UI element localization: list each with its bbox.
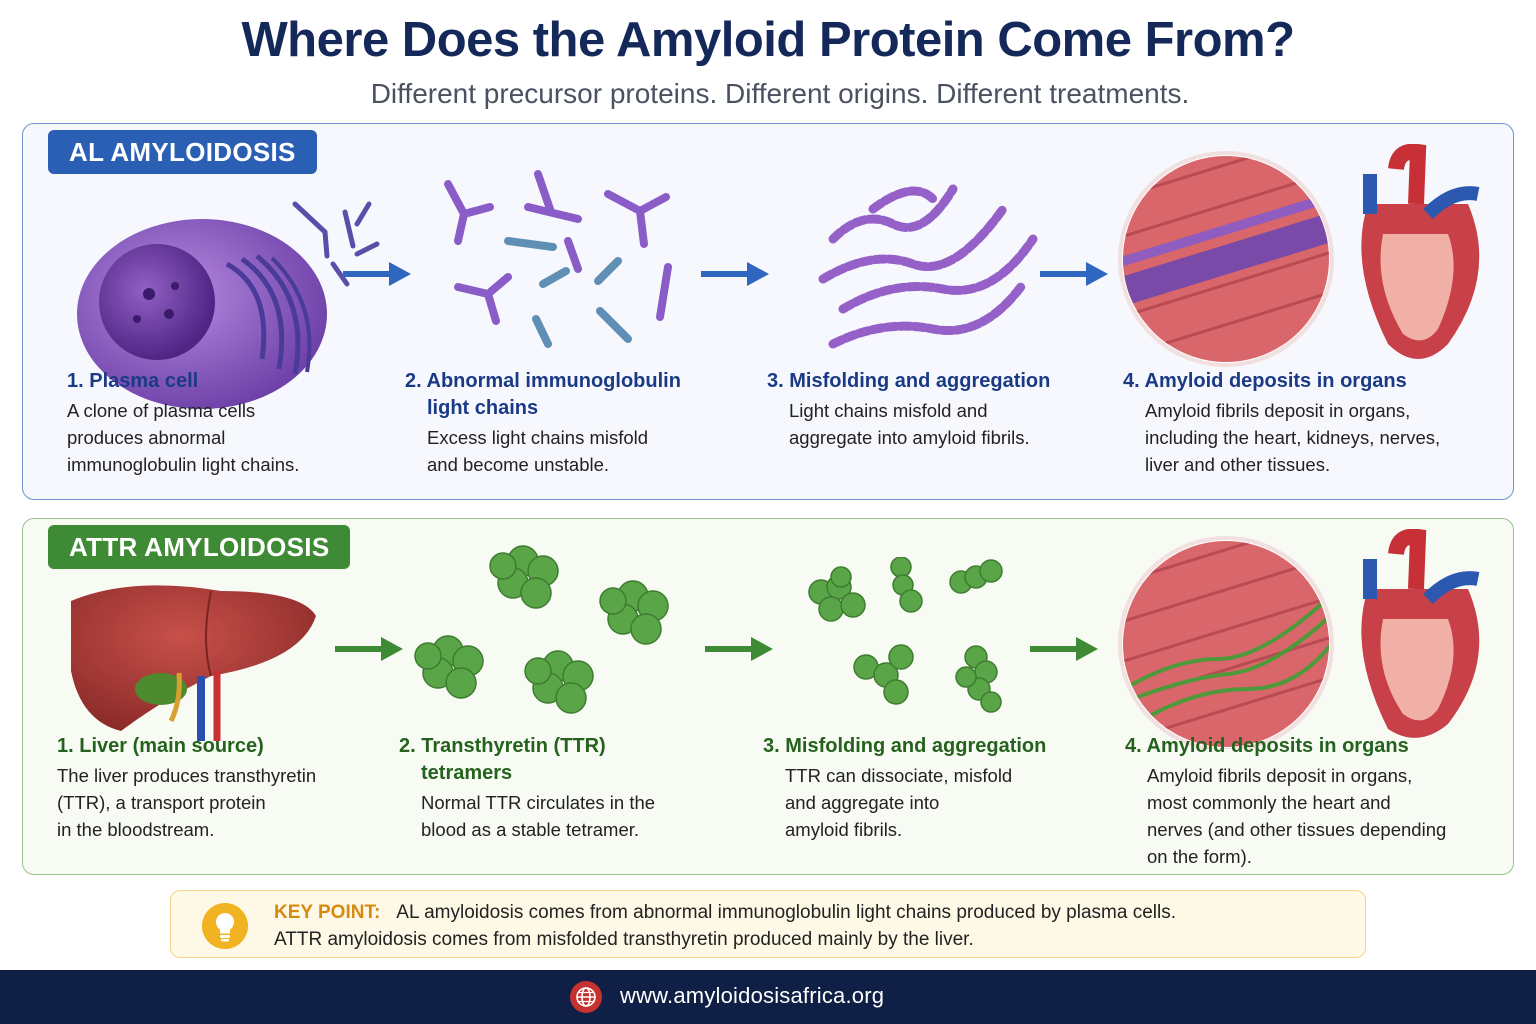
key-point-text-1: AL amyloidosis comes from abnormal immun… xyxy=(396,902,1176,923)
al-step-4: 4. Amyloid deposits in organs Amyloid fi… xyxy=(1123,368,1503,478)
attr-step-1-title: 1. Liver (main source) xyxy=(57,735,264,757)
al-step-1-desc: A clone of plasma cells produces abnorma… xyxy=(67,397,397,478)
footer-website-link[interactable]: www.amyloidosisafrica.org xyxy=(620,983,885,1008)
attr-step-4-desc-line: on the form). xyxy=(1147,846,1252,867)
key-point-text-2: ATTR amyloidosis comes from misfolded tr… xyxy=(274,929,974,950)
al-step-1-desc-line: immunoglobulin light chains. xyxy=(67,454,300,475)
al-step-4-desc-line: Amyloid fibrils deposit in organs, xyxy=(1145,400,1411,421)
key-point-line-1: KEY POINT: AL amyloidosis comes from abno… xyxy=(274,902,1176,924)
attr-amyloidosis-panel: ATTR AMYLOIDOSIS xyxy=(22,518,1514,875)
attr-step-3-desc: TTR can dissociate, misfold and aggregat… xyxy=(763,762,1093,843)
al-step-2-title-cont: light chains xyxy=(427,397,539,419)
attr-step-2-title: 2. Transthyretin (TTR) xyxy=(399,735,606,757)
al-step-1-desc-line: A clone of plasma cells xyxy=(67,400,256,421)
key-point-label: KEY POINT: xyxy=(274,902,381,923)
page-title: Where Does the Amyloid Protein Come From… xyxy=(241,13,1295,67)
al-fibrils-illustration xyxy=(818,184,1038,349)
al-step-2-title: 2. Abnormal immunoglobulin xyxy=(405,370,681,392)
attr-step-4: 4. Amyloid deposits in organs Amyloid fi… xyxy=(1125,733,1505,870)
attr-arrow-1 xyxy=(335,637,403,661)
ttr-misfolding-illustration xyxy=(808,557,1003,713)
al-step-2: 2. Abnormal immunoglobulin light chains … xyxy=(405,368,735,478)
attr-step-3-desc-line: TTR can dissociate, misfold xyxy=(785,765,1013,786)
al-amyloidosis-panel: AL AMYLOIDOSIS xyxy=(22,123,1514,500)
al-step-3: 3. Misfolding and aggregation Light chai… xyxy=(767,368,1097,451)
al-step-1-title: 1. Plasma cell xyxy=(67,370,199,392)
al-step-3-title: 3. Misfolding and aggregation xyxy=(767,370,1051,392)
plasma-cell-illustration xyxy=(77,201,380,409)
attr-step-2-desc-line: blood as a stable tetramer. xyxy=(421,819,640,840)
footer: www.amyloidosisafrica.org xyxy=(0,970,1536,1024)
page-subtitle: Different precursor proteins. Different … xyxy=(370,78,1190,109)
attr-step-1: 1. Liver (main source) The liver produce… xyxy=(57,733,387,843)
globe-icon xyxy=(570,981,602,1013)
attr-heart-deposits-illustration xyxy=(1118,529,1480,749)
attr-step-2-title-cont: tetramers xyxy=(421,762,513,784)
attr-step-1-desc-line: The liver produces transthyretin xyxy=(57,765,317,786)
attr-section-badge: ATTR AMYLOIDOSIS xyxy=(48,525,351,569)
al-step-4-desc: Amyloid fibrils deposit in organs, inclu… xyxy=(1123,397,1503,478)
attr-step-4-desc-line: most commonly the heart and xyxy=(1147,792,1391,813)
attr-arrow-2 xyxy=(705,637,773,661)
attr-step-3-desc-line: and aggregate into xyxy=(785,792,940,813)
al-arrow-1 xyxy=(343,262,411,286)
al-step-3-desc: Light chains misfold and aggregate into … xyxy=(767,397,1097,451)
al-section-badge: AL AMYLOIDOSIS xyxy=(48,130,317,174)
al-heart-deposits-illustration xyxy=(1118,144,1480,367)
attr-step-4-desc-line: nerves (and other tissues depending xyxy=(1147,819,1447,840)
al-step-1-desc-line: produces abnormal xyxy=(67,427,226,448)
ttr-tetramers-illustration xyxy=(414,545,669,714)
al-step-3-desc-line: Light chains misfold and xyxy=(789,400,988,421)
attr-step-3-desc-line: amyloid fibrils. xyxy=(785,819,903,840)
attr-step-1-desc-line: (TTR), a transport protein xyxy=(57,792,266,813)
liver-illustration xyxy=(71,585,316,741)
attr-arrow-3 xyxy=(1030,637,1098,661)
al-step-4-title: 4. Amyloid deposits in organs xyxy=(1123,370,1407,392)
al-step-1: 1. Plasma cell A clone of plasma cells p… xyxy=(67,368,397,478)
al-step-4-desc-line: liver and other tissues. xyxy=(1145,454,1331,475)
light-chains-illustration xyxy=(444,170,672,348)
attr-step-3: 3. Misfolding and aggregation TTR can di… xyxy=(763,733,1093,843)
attr-step-4-desc-line: Amyloid fibrils deposit in organs, xyxy=(1147,765,1413,786)
attr-step-2: 2. Transthyretin (TTR) tetramers Normal … xyxy=(399,733,729,843)
al-step-2-desc-line: Excess light chains misfold xyxy=(427,427,649,448)
attr-step-3-title: 3. Misfolding and aggregation xyxy=(763,735,1047,757)
attr-step-2-desc-line: Normal TTR circulates in the xyxy=(421,792,656,813)
key-point-box: KEY POINT: AL amyloidosis comes from abno… xyxy=(170,890,1366,958)
al-step-4-desc-line: including the heart, kidneys, nerves, xyxy=(1145,427,1441,448)
al-arrow-2 xyxy=(701,262,769,286)
attr-step-4-title: 4. Amyloid deposits in organs xyxy=(1125,735,1409,757)
al-step-2-desc: Excess light chains misfold and become u… xyxy=(405,424,735,478)
attr-step-1-desc: The liver produces transthyretin (TTR), … xyxy=(57,762,387,843)
attr-step-2-desc: Normal TTR circulates in the blood as a … xyxy=(399,789,729,843)
attr-step-1-desc-line: in the bloodstream. xyxy=(57,819,215,840)
al-step-3-desc-line: aggregate into amyloid fibrils. xyxy=(789,427,1030,448)
al-arrow-3 xyxy=(1040,262,1108,286)
al-step-2-desc-line: and become unstable. xyxy=(427,454,610,475)
lightbulb-icon xyxy=(202,903,248,949)
attr-step-4-desc: Amyloid fibrils deposit in organs, most … xyxy=(1125,762,1505,870)
